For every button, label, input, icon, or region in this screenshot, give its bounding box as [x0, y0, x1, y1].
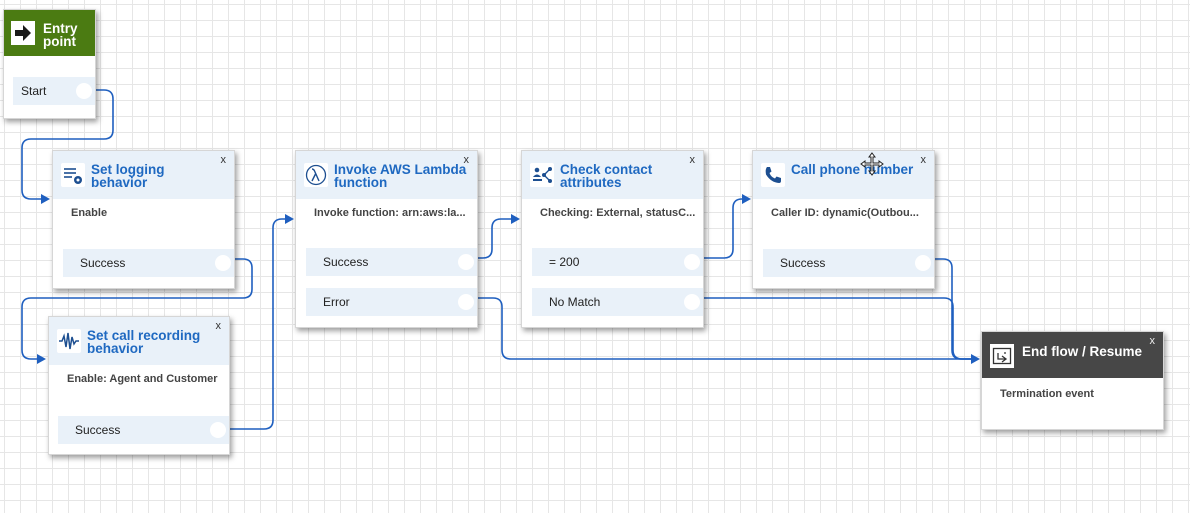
block-title: Call phone number: [791, 162, 914, 177]
branch-label: Success: [780, 256, 826, 270]
branch-port[interactable]: [458, 294, 474, 310]
set-logging-behavior-block[interactable]: Set logging behavior x Enable Success: [52, 150, 235, 289]
branch-port[interactable]: [215, 255, 231, 271]
wire-check-nomatch-to-end: [702, 297, 974, 360]
waveform-icon: [57, 329, 81, 353]
phone-icon: [761, 163, 785, 187]
arrow-right-icon: [11, 21, 35, 45]
block-description: Termination event: [1000, 388, 1094, 400]
branch-error[interactable]: Error: [306, 288, 477, 316]
block-description: Invoke function: arn:aws:la...: [314, 207, 466, 219]
entry-point-block[interactable]: Entry point Start: [3, 9, 96, 119]
set-call-recording-behavior-block[interactable]: Set call recording behavior x Enable: Ag…: [48, 316, 230, 455]
branch-label: Success: [75, 423, 121, 437]
branch-success[interactable]: Success: [63, 249, 234, 277]
branch-label: Success: [323, 255, 369, 269]
block-header: Invoke AWS Lambda function x: [296, 151, 477, 199]
block-title: Set call recording behavior: [87, 328, 201, 356]
check-contact-attributes-block[interactable]: Check contact attributes x Checking: Ext…: [521, 150, 704, 328]
lambda-icon: [304, 163, 328, 187]
branch-success[interactable]: Success: [306, 248, 477, 276]
branch-label: Success: [80, 256, 126, 270]
block-title: Set logging behavior: [91, 162, 165, 190]
wire-check-200-to-call: [702, 198, 745, 259]
branch-equals-200[interactable]: = 200: [532, 248, 703, 276]
call-phone-number-block[interactable]: Call phone number x Caller ID: dynamic(O…: [752, 150, 935, 289]
block-header: Check contact attributes x: [522, 151, 703, 199]
close-button[interactable]: x: [463, 154, 470, 166]
close-button[interactable]: x: [215, 320, 222, 332]
block-description: Enable: [71, 207, 108, 219]
block-description: Enable: Agent and Customer: [67, 373, 218, 385]
move-cursor-icon: [860, 152, 884, 176]
end-flow-icon: [990, 344, 1014, 368]
branch-port[interactable]: [915, 255, 931, 271]
wire-recording-to-lambda: [228, 218, 288, 430]
block-header: Set logging behavior x: [53, 151, 234, 199]
close-button[interactable]: x: [920, 154, 927, 166]
logging-settings-icon: [61, 163, 85, 187]
branch-port[interactable]: [210, 422, 226, 438]
block-header: End flow / Resume x: [982, 332, 1163, 378]
entry-point-header: Entry point: [4, 10, 95, 56]
start-branch[interactable]: Start: [13, 77, 95, 105]
block-description: Caller ID: dynamic(Outbou...: [771, 207, 919, 219]
start-label: Start: [21, 84, 47, 98]
wire-call-success-to-end: [933, 258, 974, 360]
block-title: Invoke AWS Lambda function: [334, 162, 467, 190]
block-title: Check contact attributes: [560, 162, 653, 190]
invoke-aws-lambda-block[interactable]: Invoke AWS Lambda function x Invoke func…: [295, 150, 478, 328]
start-port[interactable]: [76, 83, 92, 99]
block-header: Set call recording behavior x: [49, 317, 229, 365]
branch-port[interactable]: [458, 254, 474, 270]
branch-label: = 200: [549, 255, 580, 269]
block-header: Call phone number x: [753, 151, 934, 199]
block-title: End flow / Resume: [1022, 344, 1143, 359]
branch-port[interactable]: [684, 294, 700, 310]
end-flow-resume-block[interactable]: End flow / Resume x Termination event: [981, 331, 1164, 430]
branch-no-match[interactable]: No Match: [532, 288, 703, 316]
close-button[interactable]: x: [1149, 335, 1156, 347]
branch-success[interactable]: Success: [763, 249, 934, 277]
branch-label: Error: [323, 295, 350, 309]
close-button[interactable]: x: [689, 154, 696, 166]
entry-point-title: Entry point: [43, 21, 78, 49]
branch-success[interactable]: Success: [58, 416, 229, 444]
branch-port[interactable]: [684, 254, 700, 270]
block-description: Checking: External, statusC...: [540, 207, 696, 219]
close-button[interactable]: x: [220, 154, 227, 166]
branch-label: No Match: [549, 295, 601, 309]
wire-lambda-success-to-check: [476, 218, 514, 259]
attributes-icon: [530, 163, 554, 187]
